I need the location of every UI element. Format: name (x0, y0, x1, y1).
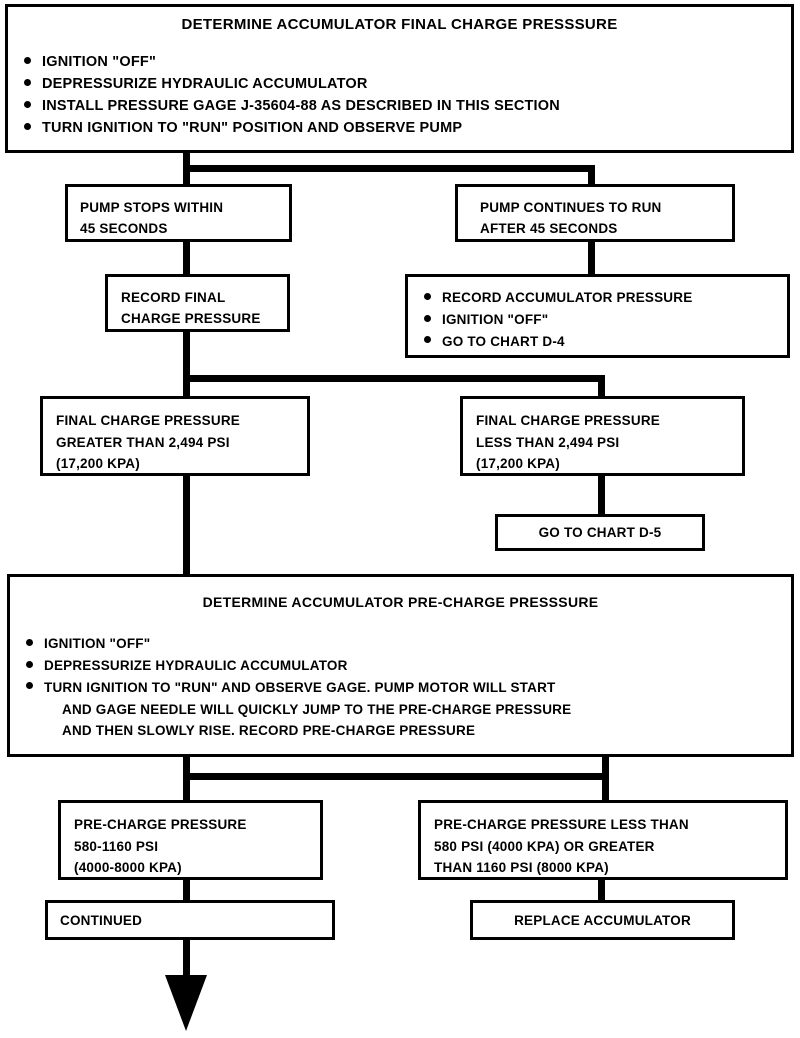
list-item: DEPRESSURIZE HYDRAULIC ACCUMULATOR (22, 73, 791, 95)
list-item-continuation: AND THEN SLOWLY RISE. RECORD PRE-CHARGE … (62, 723, 476, 739)
bullet-list: RECORD ACCUMULATOR PRESSURE IGNITION "OF… (422, 287, 787, 353)
node-line: GREATER THAN 2,494 PSI (56, 434, 230, 450)
node-pump-continues-to-run: PUMP CONTINUES TO RUN AFTER 45 SECONDS (455, 184, 735, 242)
node-line: 45 SECONDS (80, 220, 168, 236)
bullet-list: IGNITION "OFF" DEPRESSURIZE HYDRAULIC AC… (22, 51, 791, 139)
connector-vertical (183, 938, 190, 980)
list-item: GO TO CHART D-4 (422, 331, 787, 353)
node-record-accumulator-pressure: RECORD ACCUMULATOR PRESSURE IGNITION "OF… (405, 274, 790, 358)
node-body: PUMP CONTINUES TO RUN AFTER 45 SECONDS (480, 198, 732, 240)
list-item: RECORD ACCUMULATOR PRESSURE (422, 287, 787, 309)
node-body: PRE-CHARGE PRESSURE LESS THAN 580 PSI (4… (434, 814, 785, 879)
list-item: IGNITION "OFF" (24, 633, 791, 655)
node-line: PUMP CONTINUES TO RUN (480, 200, 662, 215)
node-line: FINAL CHARGE PRESSURE (476, 413, 660, 428)
node-line: (4000-8000 KPA) (74, 860, 182, 876)
connector-vertical (602, 757, 609, 803)
node-line: PRE-CHARGE PRESSURE LESS THAN (434, 817, 689, 832)
node-go-to-chart-d5: GO TO CHART D-5 (495, 514, 705, 551)
list-item: IGNITION "OFF" (22, 51, 791, 73)
node-body: PUMP STOPS WITHIN 45 SECONDS (80, 198, 289, 240)
connector-vertical (183, 240, 190, 278)
bullet-list: IGNITION "OFF" DEPRESSURIZE HYDRAULIC AC… (24, 633, 791, 742)
node-line: REPLACE ACCUMULATOR (514, 913, 691, 928)
connector-vertical (183, 375, 190, 399)
connector-vertical (183, 757, 190, 779)
list-item: DEPRESSURIZE HYDRAULIC ACCUMULATOR (24, 655, 791, 677)
node-body: RECORD FINAL CHARGE PRESSURE (121, 288, 287, 330)
connector-vertical (598, 474, 605, 518)
node-line: 580 PSI (4000 KPA) OR GREATER (434, 838, 655, 854)
node-line: CHARGE PRESSURE (121, 310, 261, 326)
node-title: DETERMINE ACCUMULATOR PRE-CHARGE PRESSSU… (202, 594, 599, 610)
connector-horizontal-split (183, 375, 605, 382)
node-line: FINAL CHARGE PRESSURE (56, 413, 240, 428)
connector-vertical (588, 240, 595, 278)
node-precharge-pressure-out-of-range: PRE-CHARGE PRESSURE LESS THAN 580 PSI (4… (418, 800, 788, 880)
list-item: IGNITION "OFF" (422, 309, 787, 331)
node-precharge-pressure-in-range: PRE-CHARGE PRESSURE 580-1160 PSI (4000-8… (58, 800, 323, 880)
node-pump-stops-within-45-seconds: PUMP STOPS WITHIN 45 SECONDS (65, 184, 292, 242)
list-item-continuation: AND GAGE NEEDLE WILL QUICKLY JUMP TO THE… (62, 701, 572, 717)
connector-horizontal-split (183, 773, 609, 780)
connector-vertical (183, 773, 190, 803)
node-line: (17,200 KPA) (476, 456, 560, 472)
node-line: RECORD FINAL (121, 290, 226, 305)
node-title: DETERMINE ACCUMULATOR FINAL CHARGE PRESS… (181, 16, 618, 33)
connector-vertical (183, 474, 190, 578)
node-line: GO TO CHART D-5 (538, 525, 662, 540)
connector-vertical (183, 878, 190, 904)
connector-vertical (598, 375, 605, 399)
list-item-text: TURN IGNITION TO "RUN" AND OBSERVE GAGE.… (44, 679, 556, 695)
node-determine-precharge-pressure: DETERMINE ACCUMULATOR PRE-CHARGE PRESSSU… (7, 574, 794, 757)
node-body: FINAL CHARGE PRESSURE LESS THAN 2,494 PS… (476, 410, 742, 475)
node-final-charge-pressure-greater: FINAL CHARGE PRESSURE GREATER THAN 2,494… (40, 396, 310, 476)
node-line: (17,200 KPA) (56, 456, 140, 472)
list-item: TURN IGNITION TO "RUN" POSITION AND OBSE… (22, 117, 791, 139)
connector-vertical (183, 153, 190, 171)
node-continued: CONTINUED (45, 900, 335, 940)
list-item: TURN IGNITION TO "RUN" AND OBSERVE GAGE.… (24, 677, 791, 743)
connector-vertical (183, 165, 190, 187)
node-record-final-charge-pressure: RECORD FINAL CHARGE PRESSURE (105, 274, 290, 332)
list-item: INSTALL PRESSURE GAGE J-35604-88 AS DESC… (22, 95, 791, 117)
node-line: 580-1160 PSI (74, 838, 159, 854)
connector-vertical (588, 165, 595, 187)
node-body: FINAL CHARGE PRESSURE GREATER THAN 2,494… (56, 410, 307, 475)
node-final-charge-pressure-less: FINAL CHARGE PRESSURE LESS THAN 2,494 PS… (460, 396, 745, 476)
node-determine-final-charge-pressure: DETERMINE ACCUMULATOR FINAL CHARGE PRESS… (5, 4, 794, 153)
node-line: PRE-CHARGE PRESSURE (74, 817, 247, 832)
node-line: THAN 1160 PSI (8000 KPA) (434, 860, 609, 876)
node-replace-accumulator: REPLACE ACCUMULATOR (470, 900, 735, 940)
connector-horizontal-split (183, 165, 595, 172)
node-line: AFTER 45 SECONDS (480, 220, 618, 236)
node-line: CONTINUED (60, 913, 143, 928)
flow-arrow-down (165, 975, 207, 1031)
node-body: PRE-CHARGE PRESSURE 580-1160 PSI (4000-8… (74, 814, 320, 879)
node-line: LESS THAN 2,494 PSI (476, 434, 620, 450)
connector-vertical (598, 878, 605, 904)
node-line: PUMP STOPS WITHIN (80, 200, 224, 215)
connector-vertical (183, 330, 190, 380)
